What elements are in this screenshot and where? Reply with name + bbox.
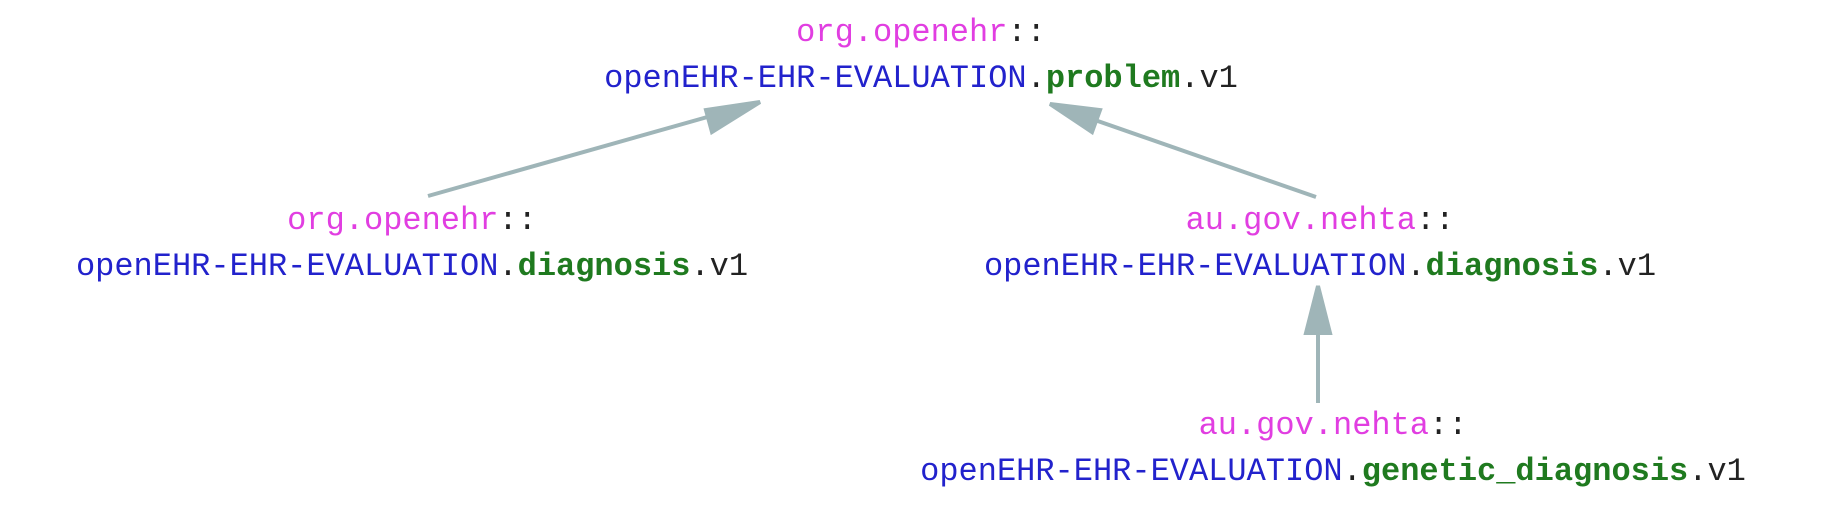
node-namespace-line: au.gov.nehta:: [984,198,1656,244]
version-text: .v1 [1688,453,1746,490]
concept-text: problem [1045,60,1181,97]
node-namespace-line: au.gov.nehta:: [920,403,1746,449]
node-diagnosis-nehta: au.gov.nehta:: openEHR-EHR-EVALUATION.di… [984,198,1656,290]
version-text: .v1 [1180,60,1238,97]
rm-class-text: openEHR-EHR-EVALUATION [983,248,1407,285]
version-text: .v1 [1598,248,1657,285]
node-diagnosis-openehr: org.openehr:: openEHR-EHR-EVALUATION.dia… [76,198,748,290]
node-archetype-id-line: openEHR-EHR-EVALUATION.genetic_diagnosis… [920,453,1746,490]
namespace-separator: :: [1416,202,1455,239]
namespace-text: au.gov.nehta [1198,407,1430,444]
namespace-text: org.openehr [287,202,499,239]
concept-text: diagnosis [1425,248,1599,285]
edge-diagnosis-nehta-to-problem [1048,102,1317,199]
node-problem: org.openehr:: openEHR-EHR-EVALUATION.pro… [604,10,1238,102]
rm-class-text: openEHR-EHR-EVALUATION [920,453,1343,490]
node-archetype-id-line: openEHR-EHR-EVALUATION.diagnosis.v1 [75,248,749,285]
node-namespace-line: org.openehr:: [604,10,1238,56]
version-text: .v1 [690,248,749,285]
node-genetic-diagnosis: au.gov.nehta:: openEHR-EHR-EVALUATION.ge… [920,403,1746,495]
namespace-separator: :: [1429,407,1468,444]
concept-text: genetic_diagnosis [1361,453,1689,490]
concept-text: diagnosis [517,248,691,285]
node-archetype-id-line: openEHR-EHR-EVALUATION.diagnosis.v1 [983,248,1657,285]
namespace-separator: :: [498,202,537,239]
rm-class-text: openEHR-EHR-EVALUATION [75,248,499,285]
node-archetype-id-line: openEHR-EHR-EVALUATION.problem.v1 [604,60,1238,97]
namespace-text: org.openehr [796,14,1008,51]
node-namespace-line: org.openehr:: [76,198,748,244]
edge-diagnosis-openehr-to-problem [427,100,762,198]
namespace-text: au.gov.nehta [1185,202,1417,239]
edge-genetic-diagnosis-to-diagnosis-nehta [1303,285,1333,403]
namespace-separator: :: [1007,14,1046,51]
rm-class-text: openEHR-EHR-EVALUATION [604,60,1027,97]
